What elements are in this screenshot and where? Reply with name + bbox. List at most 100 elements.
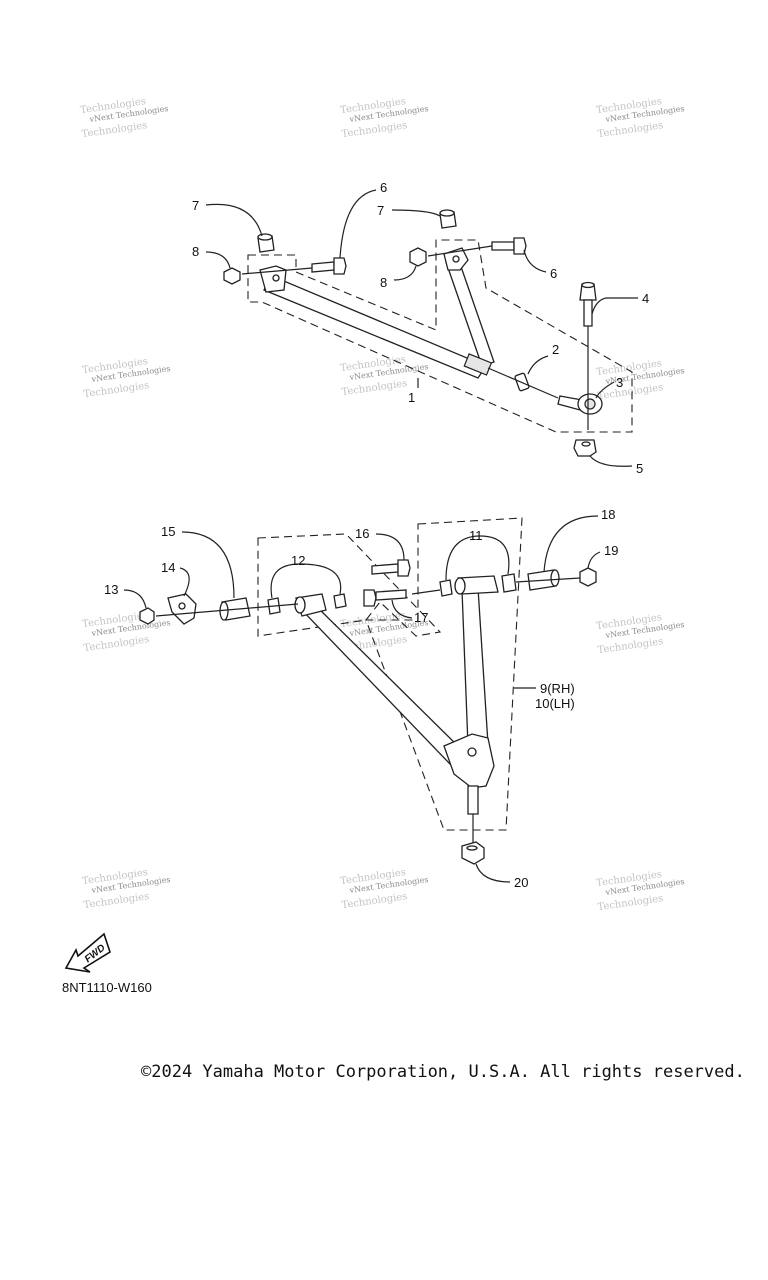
leader-14 <box>179 567 190 597</box>
lower-arm-rear-tube <box>461 587 489 747</box>
lower-rear-axis <box>411 589 441 595</box>
callout-16: 16 <box>355 526 369 541</box>
leader-2 <box>527 355 549 375</box>
callout-6: 6 <box>550 266 557 281</box>
leader-15 <box>181 531 235 599</box>
callout-1: 1 <box>408 390 415 405</box>
ball-joint-hole <box>467 747 477 757</box>
leader-17 <box>391 599 413 619</box>
callout-3: 3 <box>616 375 623 390</box>
pivot-bolt-top <box>581 281 595 289</box>
callout-17: 17 <box>414 610 428 625</box>
collar-rear-end <box>439 209 455 217</box>
callout-7: 7 <box>377 203 384 218</box>
rear-bolt-axis <box>427 245 493 257</box>
collar-front-end <box>257 233 273 241</box>
leader-20 <box>475 863 511 883</box>
bushing-12-right <box>333 593 347 609</box>
leader-8-left <box>205 251 231 269</box>
leader-7-right <box>391 209 441 217</box>
fwd-arrow-icon <box>64 932 111 973</box>
nut-front <box>223 267 241 285</box>
callout-2: 2 <box>552 342 559 357</box>
leader-13 <box>123 589 147 609</box>
upper-arm-assembly <box>205 189 638 467</box>
lower-arm-assembly <box>123 515 601 883</box>
bracket-14-hole <box>178 602 186 610</box>
leader-6-right <box>523 249 547 273</box>
rear-boss-end <box>454 577 466 595</box>
leader-3 <box>595 381 615 399</box>
upper-arm-dashed-outline <box>247 239 633 433</box>
copyright-notice: ©2024 Yamaha Motor Corporation, U.S.A. A… <box>141 1062 745 1082</box>
callout-8: 8 <box>380 275 387 290</box>
drawing-code: 8NT1110-W160 <box>62 980 152 995</box>
rod-end-ball <box>584 398 596 410</box>
leader-16 <box>375 533 405 561</box>
front-bolt-axis <box>241 267 313 275</box>
bushing-11-right <box>501 573 517 593</box>
nut-19 <box>579 567 597 587</box>
nut-20 <box>461 841 485 865</box>
upper-arm-rear-tube <box>445 257 495 367</box>
callout-9: 9(RH) <box>540 681 575 696</box>
callout-13: 13 <box>104 582 118 597</box>
lower-right-axis <box>515 577 581 583</box>
nut-rear <box>409 247 427 267</box>
watermark: Technologies vNext Technologies Technolo… <box>80 96 169 140</box>
ball-joint-stud <box>467 785 479 815</box>
callout-7: 7 <box>192 198 199 213</box>
lower-front-axis <box>155 603 299 617</box>
leader-5 <box>589 455 633 467</box>
watermark: Technologies vNext Technologies Technolo… <box>82 867 171 911</box>
leader-12 <box>270 563 342 599</box>
collar-18-end <box>550 569 560 587</box>
callout-14: 14 <box>161 560 175 575</box>
bolt-front <box>311 261 335 273</box>
leader-8-right <box>393 265 417 281</box>
callout-5: 5 <box>636 461 643 476</box>
bracket-hole <box>272 274 280 282</box>
callout-18: 18 <box>601 507 615 522</box>
lower-arm-dashed-outline <box>365 517 523 831</box>
bolt-16-head <box>397 559 411 577</box>
bushing-11-left <box>439 579 453 597</box>
callout-4: 4 <box>642 291 649 306</box>
lower-arm-ball-joint-housing <box>443 733 495 789</box>
watermark: Technologies vNext Technologies Technolo… <box>596 612 685 656</box>
callout-15: 15 <box>161 524 175 539</box>
bolt-rear-head <box>513 237 527 255</box>
callout-6: 6 <box>380 180 387 195</box>
bolt-17-head <box>363 589 377 607</box>
watermark: Technologies vNext Technologies Technolo… <box>340 96 429 140</box>
callout-11: 11 <box>469 528 483 543</box>
bolt-rear <box>491 241 515 251</box>
bolt-front-head <box>333 257 347 275</box>
spacer-hole <box>581 441 591 447</box>
watermark: Technologies vNext Technologies Technolo… <box>340 354 429 398</box>
bolt-16 <box>371 563 399 575</box>
callout-8: 8 <box>192 244 199 259</box>
watermark: Technologies vNext Technologies Technolo… <box>596 358 685 402</box>
watermark: Technologies vNext Technologies Technolo… <box>596 96 685 140</box>
callout-12: 12 <box>291 553 305 568</box>
bolt-17 <box>375 589 407 601</box>
watermark: Technologies vNext Technologies Technolo… <box>340 867 429 911</box>
watermark: Technologies vNext Technologies Technolo… <box>82 356 171 400</box>
leader-11 <box>445 535 510 581</box>
rod-end-axis <box>487 367 559 399</box>
leader-18 <box>543 515 599 573</box>
pivot-bolt-shank <box>583 299 593 327</box>
lower-left-dashed-outline <box>257 533 442 637</box>
fwd-arrow: FWD <box>64 932 111 973</box>
callout-10: 10(LH) <box>535 696 575 711</box>
leader-4 <box>591 297 638 315</box>
callout-19: 19 <box>604 543 618 558</box>
front-boss-end <box>294 596 306 614</box>
leader-19 <box>587 551 601 569</box>
bracket-hole <box>452 255 460 263</box>
watermark: Technologies vNext Technologies Technolo… <box>596 869 685 913</box>
leader-7-left <box>205 203 263 237</box>
nut-20-hole <box>466 845 478 851</box>
